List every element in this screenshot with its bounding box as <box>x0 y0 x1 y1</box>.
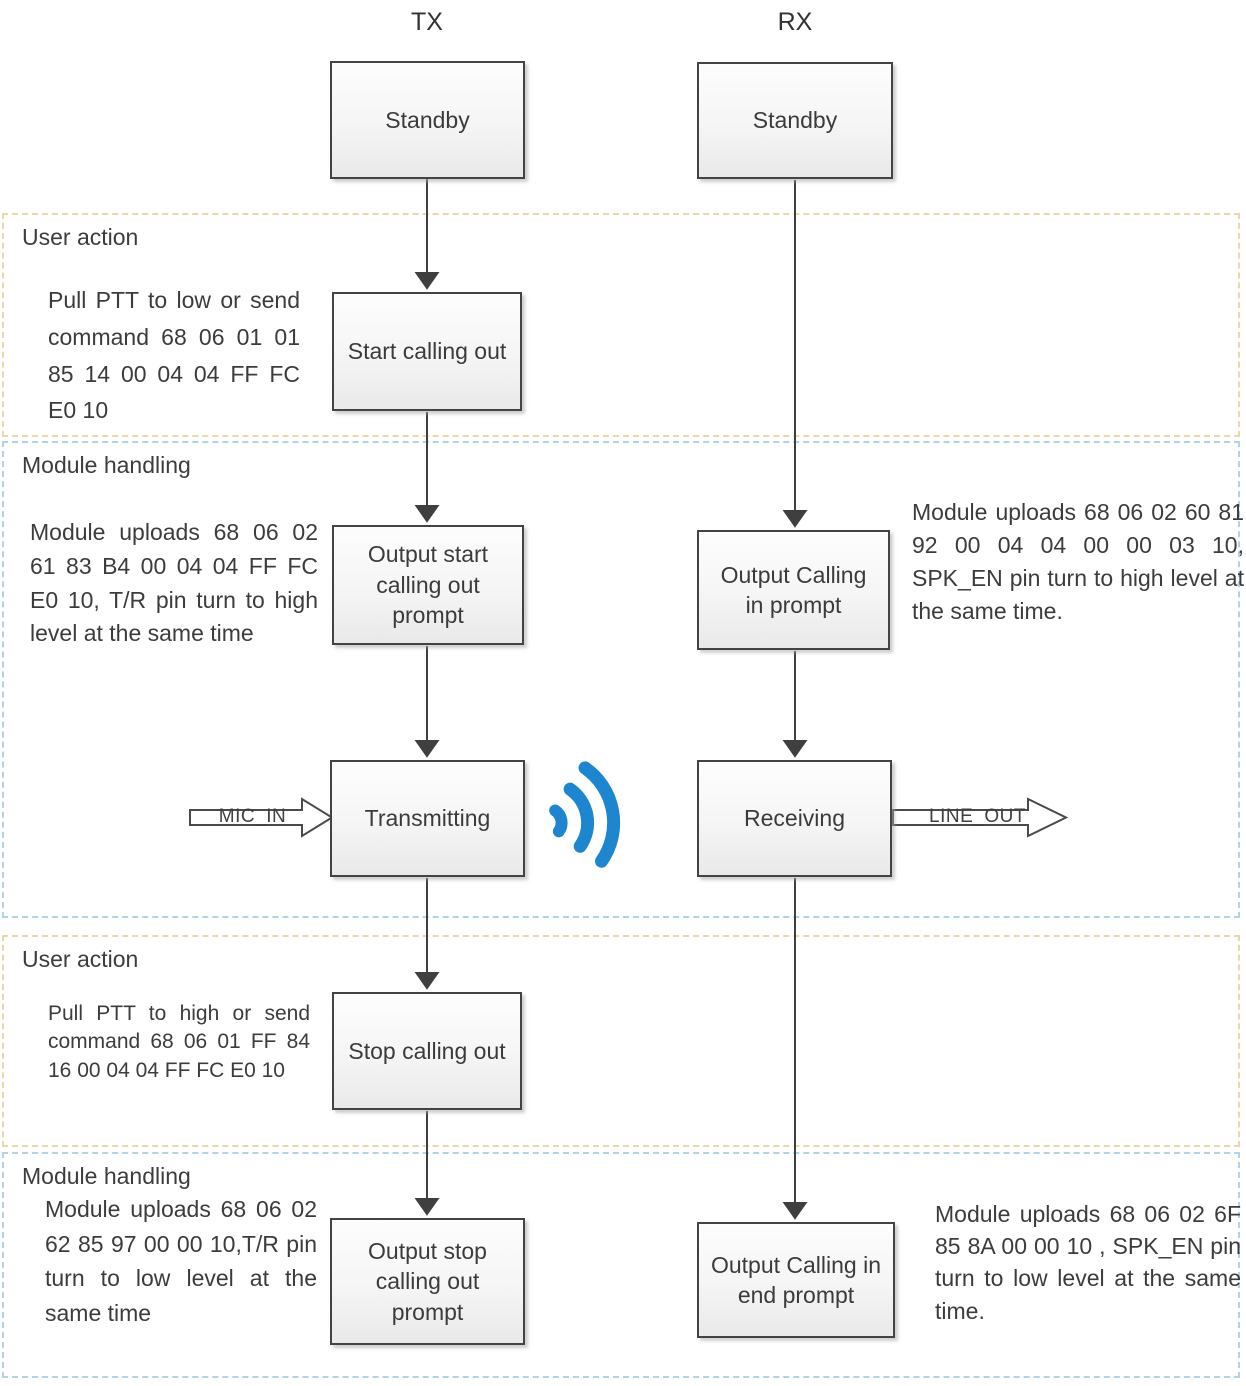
band-module-handling-1: Module handling <box>2 441 1240 918</box>
line-out-arrow <box>892 797 1069 838</box>
standby-tx-box: Standby <box>330 61 525 179</box>
signal-waves-icon <box>549 761 621 868</box>
column-label-rx: RX <box>777 8 813 36</box>
band-label-module-handling-1: Module handling <box>22 452 191 478</box>
column-label-tx: TX <box>411 8 443 36</box>
transmitting-box: Transmitting <box>330 760 525 877</box>
note-module-handling-1-tx: Module uploads 68 06 02 61 83 B4 00 04 0… <box>30 519 318 647</box>
receiving-box: Receiving <box>697 760 892 877</box>
output-calling-in-box: Output Calling in prompt <box>697 530 890 650</box>
line-out-label: LINE_OUT <box>929 806 1026 827</box>
stop-calling-out-box: Stop calling out <box>332 992 522 1110</box>
band-user-action-1: User action <box>2 213 1240 437</box>
output-calling-in-end-box: Output Calling in end prompt <box>697 1222 895 1338</box>
band-module-handling-2: Module handling <box>2 1152 1240 1378</box>
standby-rx-box: Standby <box>697 62 893 179</box>
output-start-calling-out-box: Output start calling out prompt <box>332 525 524 645</box>
band-user-action-2: User action <box>2 935 1240 1147</box>
band-label-user-action-1: User action <box>22 224 139 250</box>
flow-connectors <box>414 179 808 1220</box>
mic-in-label: MIC_IN <box>218 806 287 827</box>
signal-arrows <box>189 797 1069 838</box>
output-stop-calling-out-box: Output stop calling out prompt <box>330 1218 525 1345</box>
note-module-handling-2-tx: Module uploads 68 06 02 62 85 97 00 00 1… <box>45 1196 317 1326</box>
note-user-action-1: Pull PTT to low or send command 68 06 01… <box>48 287 300 424</box>
band-label-module-handling-2: Module handling <box>22 1163 191 1189</box>
note-module-handling-2-rx: Module uploads 68 06 02 6F 85 8A 00 00 1… <box>935 1201 1241 1324</box>
band-label-user-action-2: User action <box>22 946 139 972</box>
mic-in-arrow <box>189 797 334 838</box>
note-module-handling-1-rx: Module uploads 68 06 02 60 81 92 00 04 0… <box>912 499 1244 625</box>
note-user-action-2: Pull PTT to high or send command 68 06 0… <box>48 1002 310 1082</box>
start-calling-out-box: Start calling out <box>332 292 522 411</box>
